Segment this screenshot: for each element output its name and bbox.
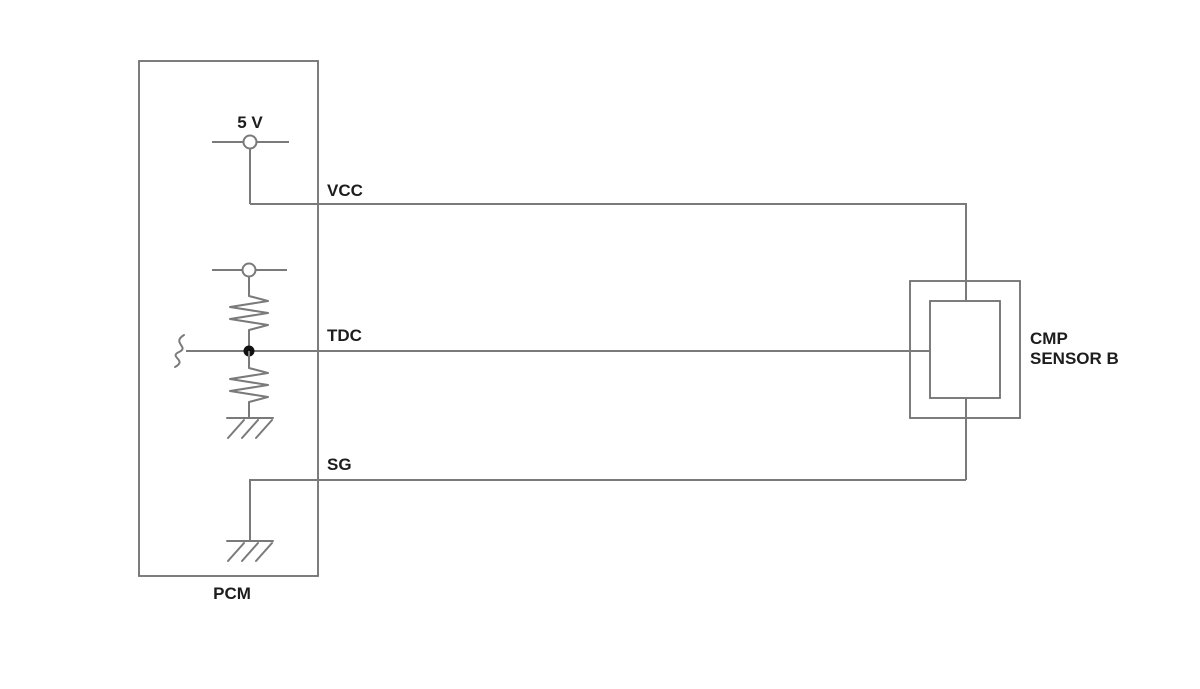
- sg-wire: [249, 479, 966, 541]
- pullup-resistor-icon: [229, 295, 269, 331]
- vcc-wire-label: VCC: [327, 181, 363, 200]
- supply-voltage-label: 5 V: [237, 113, 263, 132]
- sg-ground-icon: [226, 540, 274, 562]
- pcm-label: PCM: [213, 584, 251, 603]
- sensor-inner-box: [929, 300, 1001, 399]
- pulldown-resistor-icon: [229, 367, 269, 403]
- pullup-terminal-icon: [241, 262, 257, 278]
- vcc-wire: [250, 203, 967, 301]
- sensor-label-line2: SENSOR B: [1030, 349, 1119, 368]
- supply-terminal-icon: [242, 134, 258, 150]
- wire-break-icon: [174, 334, 185, 368]
- pcm-box: [138, 60, 319, 577]
- pcm-ground-icon: [226, 417, 274, 439]
- sg-wire-label: SG: [327, 455, 352, 474]
- sensor-label-line1: CMP: [1030, 329, 1068, 348]
- tdc-wire-label: TDC: [327, 326, 362, 345]
